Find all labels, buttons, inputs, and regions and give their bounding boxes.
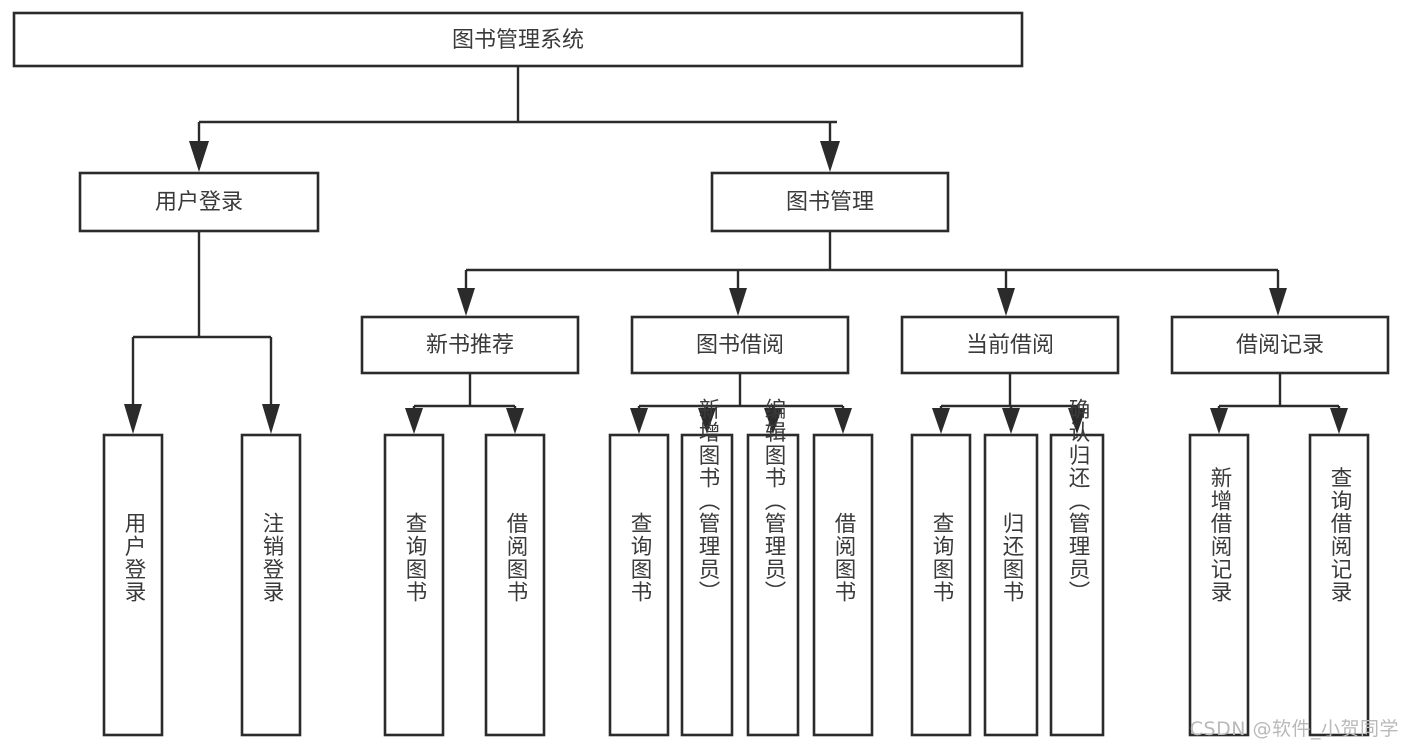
node-leaf-query-borrow-record-label: 查询借阅记录 <box>1327 467 1352 604</box>
node-root-box[interactable] <box>12 11 1024 68</box>
node-current-borrow[interactable]: 当前借阅 <box>900 315 1120 375</box>
arrowhead-leaf-user-logout <box>262 404 280 434</box>
node-new-book-recommend-label: 新书推荐 <box>426 333 514 358</box>
node-leaf-query-book-borrow-label: 查询图书 <box>627 512 652 603</box>
node-leaf-query-borrow-record-box[interactable] <box>1308 433 1370 737</box>
node-book-borrow[interactable]: 图书借阅 <box>630 315 850 375</box>
arrowhead-leaf-query-book-borrow <box>630 408 648 434</box>
arrowhead-leaf-confirm-return-admin <box>1068 408 1086 434</box>
node-user-login[interactable]: 用户登录 <box>78 171 320 233</box>
node-leaf-add-book-admin-box[interactable] <box>680 433 734 737</box>
node-leaf-user-login[interactable]: 用户登录 <box>102 433 164 737</box>
node-leaf-edit-book-admin-label: 编辑图书（管理员） <box>761 398 786 603</box>
arrowhead-leaf-edit-book-admin <box>764 408 782 434</box>
node-borrow-record-box[interactable] <box>1170 315 1390 375</box>
node-leaf-user-logout[interactable]: 注销登录 <box>240 433 302 737</box>
arrowhead-leaf-query-borrow-record <box>1330 408 1348 434</box>
node-leaf-edit-book-admin[interactable]: 编辑图书（管理员） <box>746 398 800 737</box>
node-leaf-user-login-label: 用户登录 <box>121 512 146 603</box>
node-borrow-record-label: 借阅记录 <box>1236 333 1324 358</box>
node-leaf-add-borrow-record[interactable]: 新增借阅记录 <box>1188 433 1250 737</box>
arrowhead-leaf-add-book-admin <box>698 408 716 434</box>
node-book-management-label: 图书管理 <box>786 190 874 215</box>
node-root[interactable]: 图书管理系统 <box>12 11 1024 68</box>
node-leaf-user-login-box[interactable] <box>102 433 164 737</box>
node-leaf-query-book-current[interactable]: 查询图书 <box>910 433 972 737</box>
arrowhead-book-management <box>820 141 840 172</box>
node-leaf-confirm-return-admin[interactable]: 确认归还（管理员） <box>1049 398 1105 737</box>
node-leaf-borrow-book-recommend-box[interactable] <box>484 433 546 737</box>
node-leaf-query-book-borrow-box[interactable] <box>608 433 670 737</box>
node-borrow-record[interactable]: 借阅记录 <box>1170 315 1390 375</box>
arrowhead-leaf-return-book <box>1002 408 1020 434</box>
arrowhead-user-login <box>189 141 209 172</box>
arrowhead-book-borrow <box>729 288 747 316</box>
node-leaf-return-book-label: 归还图书 <box>999 512 1024 603</box>
node-new-book-recommend-box[interactable] <box>360 315 580 375</box>
node-leaf-add-borrow-record-box[interactable] <box>1188 433 1250 737</box>
connector-layer <box>124 66 1348 434</box>
arrowhead-leaf-borrow-book <box>834 408 852 434</box>
node-leaf-query-borrow-record[interactable]: 查询借阅记录 <box>1308 433 1370 737</box>
arrowhead-leaf-query-book-current <box>932 408 950 434</box>
node-leaf-return-book-box[interactable] <box>983 433 1039 737</box>
node-leaf-user-logout-label: 注销登录 <box>259 512 284 603</box>
arrowhead-borrow-record <box>1269 288 1287 316</box>
node-leaf-borrow-book-recommend[interactable]: 借阅图书 <box>484 433 546 737</box>
node-leaf-user-logout-box[interactable] <box>240 433 302 737</box>
node-book-management-box[interactable] <box>710 171 950 233</box>
node-leaf-confirm-return-admin-label: 确认归还（管理员） <box>1065 398 1090 603</box>
arrowhead-leaf-query-book-recommend <box>405 408 423 434</box>
arrowhead-leaf-add-borrow-record <box>1210 408 1228 434</box>
arrowhead-leaf-user-login <box>124 404 142 434</box>
arrowhead-leaf-borrow-book-recommend <box>506 408 524 434</box>
arrowhead-new-book-recommend <box>457 288 475 316</box>
node-leaf-add-book-admin[interactable]: 新增图书（管理员） <box>680 398 734 737</box>
node-leaf-query-book-recommend-box[interactable] <box>383 433 445 737</box>
node-leaf-return-book[interactable]: 归还图书 <box>983 433 1039 737</box>
node-leaf-borrow-book[interactable]: 借阅图书 <box>812 433 874 737</box>
node-leaf-add-book-admin-label: 新增图书（管理员） <box>695 398 720 603</box>
node-leaf-add-borrow-record-label: 新增借阅记录 <box>1207 467 1232 604</box>
node-book-borrow-label: 图书借阅 <box>696 333 784 358</box>
node-user-login-box[interactable] <box>78 171 320 233</box>
node-leaf-query-book-recommend-label: 查询图书 <box>402 512 427 603</box>
node-user-login-label: 用户登录 <box>155 190 243 215</box>
node-leaf-query-book-recommend[interactable]: 查询图书 <box>383 433 445 737</box>
node-leaf-borrow-book-label: 借阅图书 <box>831 512 856 603</box>
node-book-borrow-box[interactable] <box>630 315 850 375</box>
node-leaf-query-book-borrow[interactable]: 查询图书 <box>608 433 670 737</box>
node-leaf-query-book-current-box[interactable] <box>910 433 972 737</box>
node-book-management[interactable]: 图书管理 <box>710 171 950 233</box>
arrowhead-current-borrow <box>997 288 1015 316</box>
node-current-borrow-label: 当前借阅 <box>966 333 1054 358</box>
node-leaf-query-book-current-label: 查询图书 <box>929 512 954 603</box>
node-leaf-edit-book-admin-box[interactable] <box>746 433 800 737</box>
node-leaf-confirm-return-admin-box[interactable] <box>1049 433 1105 737</box>
node-root-label: 图书管理系统 <box>452 28 584 53</box>
node-leaf-borrow-book-box[interactable] <box>812 433 874 737</box>
node-new-book-recommend[interactable]: 新书推荐 <box>360 315 580 375</box>
node-current-borrow-box[interactable] <box>900 315 1120 375</box>
node-leaf-borrow-book-recommend-label: 借阅图书 <box>503 512 528 603</box>
